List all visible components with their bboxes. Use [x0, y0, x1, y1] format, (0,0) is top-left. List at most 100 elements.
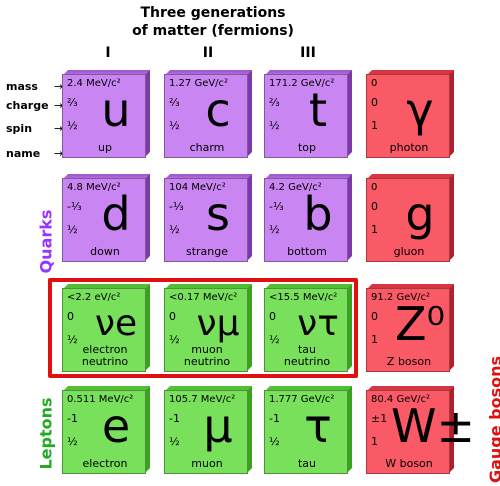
name-line-1: muon	[191, 343, 223, 356]
particle-muon[interactable]: 105.7 MeV/c² -1 ½ μ muon	[164, 386, 252, 474]
mass-value: 4.2 GeV/c²	[269, 182, 322, 193]
spin-value: ½	[67, 223, 78, 236]
particle-charm[interactable]: 1.27 GeV/c² ⅔ ½ c charm	[164, 70, 252, 158]
charge-value: -1	[269, 412, 280, 425]
arrow-icon: →	[54, 147, 64, 160]
particle-strange[interactable]: 104 MeV/c² -⅓ ½ s strange	[164, 174, 252, 262]
particle-symbol: t	[308, 83, 328, 137]
key-charge-label: charge	[6, 99, 49, 112]
particle-name: top	[297, 141, 317, 154]
mass-value: 4.8 MeV/c²	[67, 182, 121, 193]
mass-value: 91.2 GeV/c²	[371, 292, 431, 303]
spin-value: ½	[67, 119, 78, 132]
charge-value: ±1	[371, 412, 388, 425]
name-line-1: tau	[297, 343, 317, 356]
leptons-label: Leptons	[36, 397, 56, 470]
particle-name: down	[90, 245, 120, 258]
particle-name: bottom	[287, 245, 327, 258]
charge-value: 0	[269, 310, 276, 323]
arrow-icon: →	[54, 99, 64, 112]
particle-symbol: νe	[94, 303, 138, 344]
generation-1-label: I	[105, 45, 111, 61]
key-name-label: name	[6, 147, 41, 160]
charge-value: 0	[169, 310, 176, 323]
spin-value: 1	[371, 435, 378, 448]
charge-value: -⅓	[67, 200, 82, 213]
particle-z-boson[interactable]: 91.2 GeV/c² 0 1 Z⁰ Z boson	[366, 284, 454, 372]
neutrino-highlight-box	[48, 278, 358, 378]
charge-value: -1	[67, 412, 78, 425]
spin-value: 1	[371, 223, 378, 236]
generation-3-label: III	[300, 45, 316, 61]
spin-value: ½	[269, 435, 280, 448]
particle-top[interactable]: 171.2 GeV/c² ⅔ ½ t top	[264, 70, 352, 158]
diagram-title: Three generations of matter (fermions)	[108, 4, 318, 40]
mass-value: 0.511 MeV/c²	[67, 394, 134, 405]
title-line-2: of matter (fermions)	[132, 23, 294, 39]
particle-symbol: μ	[203, 399, 233, 453]
particle-symbol: νμ	[196, 303, 240, 344]
name-line-2: neutrino	[283, 355, 331, 368]
particle-gluon[interactable]: 0 0 1 g gluon	[366, 174, 454, 262]
particle-symbol: Z⁰	[395, 297, 445, 351]
particle-symbol: b	[303, 187, 333, 241]
mass-value: 171.2 GeV/c²	[269, 78, 335, 89]
particle-name: charm	[189, 141, 225, 154]
charge-value: 0	[371, 96, 378, 109]
spin-value: ½	[169, 435, 180, 448]
spin-value: 1	[371, 333, 378, 346]
spin-value: ½	[169, 223, 180, 236]
particle-symbol: e	[101, 399, 131, 453]
charge-value: 0	[371, 310, 378, 323]
mass-value: 0	[371, 78, 378, 89]
key-charge: charge →	[6, 99, 64, 112]
particle-name: W boson	[385, 457, 433, 470]
mass-value: 1.777 GeV/c²	[269, 394, 335, 405]
mass-value: 80.4 GeV/c²	[371, 394, 431, 405]
particle-w-boson[interactable]: 80.4 GeV/c² ±1 1 W± W boson	[366, 386, 475, 474]
particle-electron[interactable]: 0.511 MeV/c² -1 ½ e electron	[62, 386, 150, 474]
particle-name: strange	[185, 245, 229, 258]
arrow-icon: →	[54, 122, 64, 135]
spin-value: ½	[169, 119, 180, 132]
particle-name: Z boson	[386, 355, 432, 368]
spin-value: ½	[67, 435, 78, 448]
spin-value: ½	[169, 333, 180, 346]
quarks-label: Quarks	[36, 209, 56, 274]
particle-name: muon	[191, 457, 223, 470]
mass-value: 2.4 MeV/c²	[67, 78, 121, 89]
mass-value: 105.7 MeV/c²	[169, 394, 236, 405]
charge-value: 0	[67, 310, 74, 323]
mass-value: 1.27 GeV/c²	[169, 78, 229, 89]
mass-value: <0.17 MeV/c²	[169, 292, 238, 303]
particle-symbol: g	[405, 187, 435, 241]
particle-photon[interactable]: 0 0 1 γ photon	[366, 70, 454, 158]
particle-name: gluon	[393, 245, 425, 258]
particle-symbol: τ	[304, 399, 332, 453]
mass-value: 0	[371, 182, 378, 193]
generation-2-label: II	[202, 45, 214, 61]
title-line-1: Three generations	[140, 5, 286, 21]
key-mass-label: mass	[6, 80, 38, 93]
mass-value: 104 MeV/c²	[169, 182, 226, 193]
charge-value: -1	[169, 412, 180, 425]
particle-name: electron	[82, 457, 128, 470]
particle-tau[interactable]: 1.777 GeV/c² -1 ½ τ tau	[264, 386, 352, 474]
particle-up[interactable]: 2.4 MeV/c² ⅔ ½ u up	[62, 70, 150, 158]
particle-symbol: s	[206, 187, 230, 241]
spin-value: ½	[269, 119, 280, 132]
key-spin: spin→	[6, 122, 64, 135]
name-line-2: neutrino	[183, 355, 231, 368]
particle-symbol: d	[101, 187, 131, 241]
spin-value: 1	[371, 119, 378, 132]
particle-symbol: c	[205, 83, 231, 137]
particle-bottom[interactable]: 4.2 GeV/c² -⅓ ½ b bottom	[264, 174, 352, 262]
particle-symbol: ντ	[297, 303, 339, 344]
particle-down[interactable]: 4.8 MeV/c² -⅓ ½ d down	[62, 174, 150, 262]
gauge-bosons-label: Gauge bosons	[486, 355, 500, 484]
